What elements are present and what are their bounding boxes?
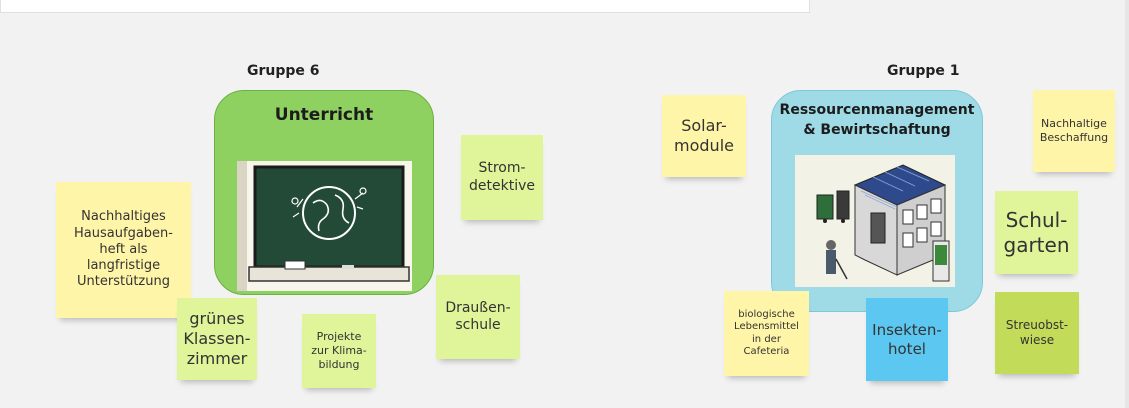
school-building-image	[795, 155, 955, 287]
card-unterricht[interactable]: Unterricht	[214, 90, 434, 295]
sticky-note[interactable]: Projekte zur Klima- bildung	[302, 314, 376, 388]
sticky-note[interactable]: Strom- detektive	[461, 135, 543, 220]
group-title-gruppe-1: Gruppe 1	[887, 63, 960, 79]
sticky-note[interactable]: Insekten- hotel	[866, 298, 948, 381]
sticky-note[interactable]: Nachhaltiges Hausaufgaben- heft als lang…	[56, 182, 191, 318]
sticky-note[interactable]: Draußen- schule	[436, 275, 520, 359]
top-panel	[0, 0, 810, 13]
sticky-note[interactable]: Nachhaltige Beschaffung	[1033, 90, 1115, 172]
scrollbar-track[interactable]	[1125, 0, 1129, 408]
sticky-note[interactable]: Schul- garten	[995, 191, 1078, 274]
chalkboard-globe-image	[237, 161, 412, 291]
card-title-ressourcenmanagement: Ressourcenmanagement & Bewirtschaftung	[779, 102, 975, 138]
sticky-note[interactable]: Solar- module	[662, 95, 746, 177]
sticky-note[interactable]: Streuobst- wiese	[995, 292, 1079, 374]
sticky-note[interactable]: biologische Lebensmittel in der Cafeteri…	[724, 291, 809, 376]
sticky-note[interactable]: grünes Klassen- zimmer	[177, 298, 257, 380]
group-title-gruppe-6: Gruppe 6	[247, 63, 320, 79]
card-ressourcenmanagement[interactable]: Ressourcenmanagement & Bewirtschaftung	[771, 90, 983, 312]
card-title-unterricht: Unterricht	[274, 105, 374, 125]
